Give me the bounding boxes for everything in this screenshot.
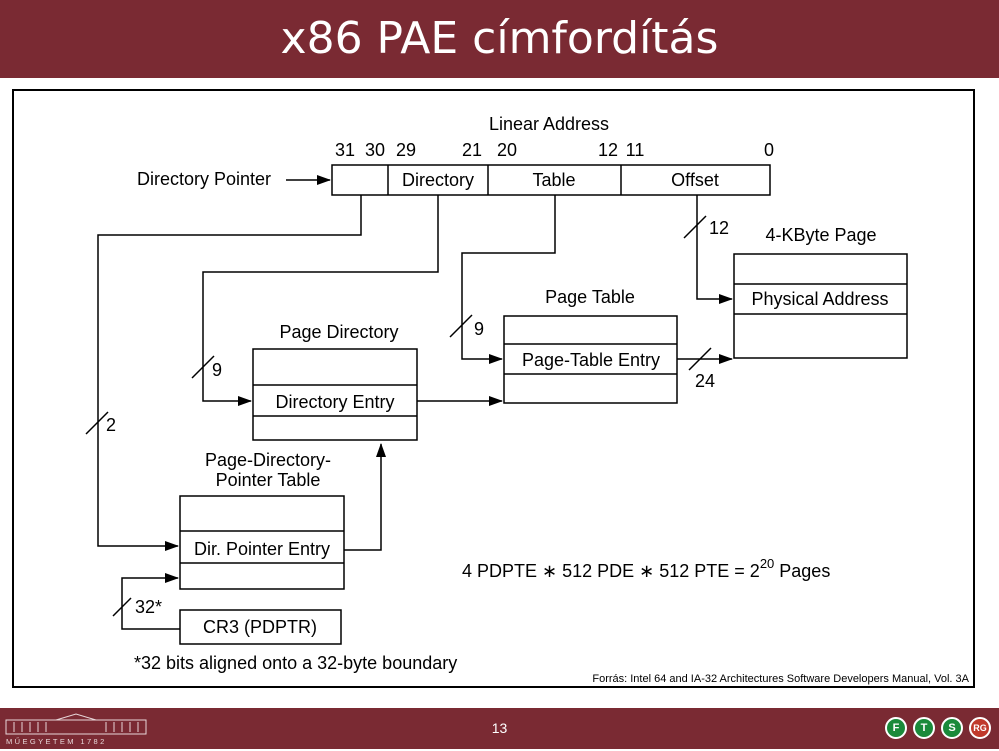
table-arrow [461, 195, 556, 364]
pdpt-title-2: Pointer Table [216, 470, 321, 490]
cr3-arrow [121, 573, 180, 630]
badge-t-icon: T [913, 717, 935, 739]
badge-rg-icon: RG [969, 717, 991, 739]
bit-30: 30 [365, 140, 385, 160]
directory-entry-label: Directory Entry [275, 392, 394, 412]
slash-9a [191, 355, 215, 379]
slash-9b [449, 314, 473, 338]
svg-text:MŰEGYETEM 1782: MŰEGYETEM 1782 [6, 737, 107, 746]
page-4k-box [733, 253, 908, 359]
bit-12: 12 [598, 140, 618, 160]
page-directory-title: Page Directory [279, 322, 398, 342]
footnote: *32 bits aligned onto a 32-byte boundary [134, 653, 457, 673]
page-table-title: Page Table [545, 287, 635, 307]
bit-31: 31 [335, 140, 355, 160]
pdpt-box [179, 495, 345, 590]
slash-2 [85, 411, 109, 435]
bit-29: 29 [396, 140, 416, 160]
bit-21: 21 [462, 140, 482, 160]
cr3-box [179, 609, 342, 645]
width-9b: 9 [474, 319, 484, 339]
formula: 4 PDPTE ∗ 512 PDE ∗ 512 PTE = 220 Pages [462, 556, 830, 581]
bit-11: 11 [626, 140, 645, 160]
directory-arrow [202, 195, 439, 406]
page-number: 13 [491, 720, 508, 736]
pdpte-arrow [344, 443, 386, 551]
linear-address-label: Linear Address [489, 114, 609, 134]
width-12: 12 [709, 218, 729, 238]
width-24: 24 [695, 371, 715, 391]
dir-pointer-entry-label: Dir. Pointer Entry [194, 539, 330, 559]
pdpt-title-1: Page-Directory- [205, 450, 331, 470]
slash-24 [688, 347, 712, 371]
badge-f-icon: F [885, 717, 907, 739]
linear-address-bar [331, 164, 771, 196]
page-directory-box [252, 348, 418, 441]
source-note: Forrás: Intel 64 and IA-32 Architectures… [592, 673, 969, 685]
field-directory: Directory [402, 170, 474, 190]
badge-s-icon: S [941, 717, 963, 739]
lab-badges: F T S RG [885, 717, 991, 739]
page-4k-title: 4-KByte Page [765, 225, 876, 245]
width-9a: 9 [212, 360, 222, 380]
university-logo: MŰEGYETEM 1782 [4, 712, 154, 751]
slash-12 [683, 215, 707, 239]
cr3-label: CR3 (PDPTR) [203, 617, 317, 637]
bit-20: 20 [497, 140, 517, 160]
footer-bar: MŰEGYETEM 1782 13 F T S RG [0, 708, 999, 749]
directory-pointer-label: Directory Pointer [137, 169, 271, 189]
pointer-bits-arrow [97, 195, 362, 551]
physical-address-label: Physical Address [751, 289, 888, 309]
width-2: 2 [106, 415, 116, 435]
slide-title: x86 PAE címfordítás [0, 0, 999, 78]
figure-frame: Linear Address 31 30 29 21 20 12 11 0 Di… [12, 89, 975, 688]
page-table-entry-label: Page-Table Entry [522, 350, 660, 370]
field-offset: Offset [671, 170, 719, 190]
slash-32 [112, 597, 132, 617]
width-32: 32* [135, 597, 162, 617]
paging-diagram: Linear Address 31 30 29 21 20 12 11 0 Di… [85, 114, 970, 685]
bit-0: 0 [764, 140, 774, 160]
offset-arrow [696, 195, 733, 304]
field-table: Table [532, 170, 575, 190]
